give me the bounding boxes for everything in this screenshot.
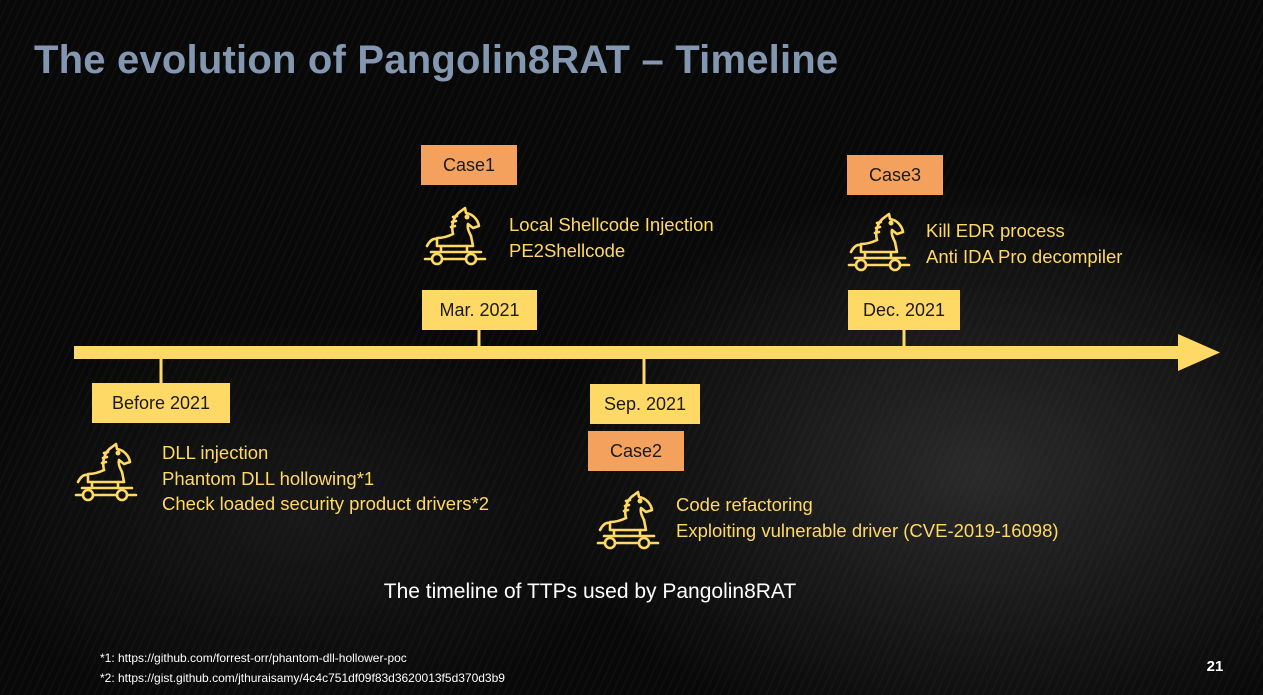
page-number: 21 [1206, 658, 1224, 675]
footnote-2: *2: https://gist.github.com/jthuraisamy/… [100, 671, 505, 685]
ttp-item: DLL injection [162, 442, 269, 463]
trojan-horse-icon [596, 488, 662, 554]
trojan-horse-icon [847, 210, 913, 276]
ttp-list-before-2021: DLL injection Phantom DLL hollowing*1 Ch… [162, 440, 489, 517]
date-label-before-2021: Before 2021 [92, 383, 230, 423]
ttp-item: Local Shellcode Injection [509, 214, 714, 235]
ttp-item: Anti IDA Pro decompiler [926, 245, 1123, 267]
ttp-item: Exploiting vulnerable driver (CVE-2019-1… [676, 519, 1059, 541]
date-label-sep-2021: Sep. 2021 [590, 384, 700, 424]
ttp-list-case3: Kill EDR process Anti IDA Pro decompiler [926, 218, 1122, 269]
ttp-item: Kill EDR process [926, 220, 1065, 241]
ttp-item: Code refactoring [676, 494, 813, 515]
slide-title: The evolution of Pangolin8RAT – Timeline [34, 38, 839, 82]
case-label-case3: Case3 [847, 155, 943, 195]
trojan-horse-icon [423, 204, 489, 270]
ttp-item: Check loaded security product drivers*2 [162, 493, 489, 514]
ttp-item: Phantom DLL hollowing*1 [162, 467, 375, 489]
trojan-horse-icon [74, 440, 140, 506]
ttp-list-case1: Local Shellcode Injection PE2Shellcode [509, 212, 714, 263]
case-label-case1: Case1 [421, 145, 517, 185]
ttp-list-case2: Code refactoring Exploiting vulnerable d… [676, 492, 1059, 543]
case-label-case2: Case2 [588, 431, 684, 471]
date-label-mar-2021: Mar. 2021 [422, 290, 537, 330]
date-label-dec-2021: Dec. 2021 [848, 290, 960, 330]
footnote-1: *1: https://github.com/forrest-orr/phant… [100, 651, 407, 665]
timeline-bar [74, 346, 1184, 359]
timeline-arrowhead [1178, 334, 1220, 371]
timeline-caption: The timeline of TTPs used by Pangolin8RA… [383, 580, 797, 603]
ttp-item: PE2Shellcode [509, 239, 626, 261]
